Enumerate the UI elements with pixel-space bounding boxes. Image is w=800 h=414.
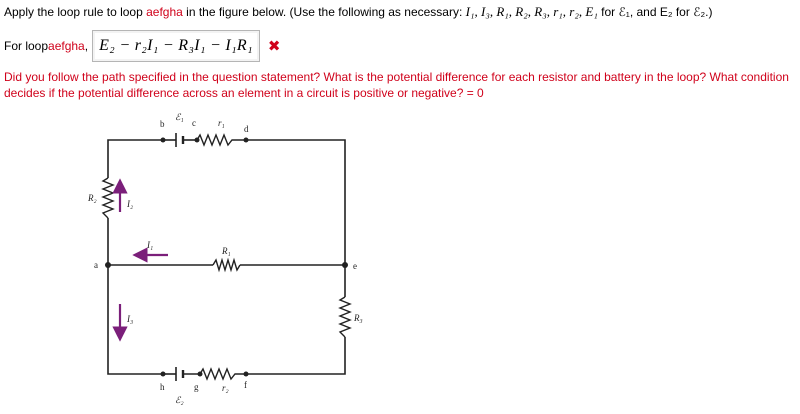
resistor-R3: [338, 296, 352, 338]
answer-loop-name: aefgha: [48, 39, 85, 53]
resistor-r1: [196, 133, 246, 147]
label-R3: R₃: [353, 313, 363, 323]
node-label-d: d: [244, 124, 249, 134]
node-label-f: f: [244, 380, 247, 390]
label-r1: r₁: [218, 118, 225, 128]
resistor-r2: [199, 367, 246, 381]
question-middle: in the figure below. (Use the following …: [182, 5, 466, 19]
label-R1: R₁: [221, 246, 231, 256]
feedback-text: Did you follow the path specified in the…: [4, 70, 789, 100]
junction-dots: [105, 137, 348, 377]
node-label-g: g: [194, 382, 199, 392]
label-r2: r₂: [222, 383, 229, 393]
question-loop-name: aefgha: [146, 5, 183, 19]
label-emf-1: ℰ₁: [175, 112, 184, 122]
node-label-h: h: [160, 382, 165, 392]
node-label-e: e: [353, 261, 357, 271]
label-I3: I₃: [126, 314, 133, 324]
node-label-c: c: [192, 118, 196, 128]
question-text: Apply the loop rule to loop aefgha in th…: [4, 4, 712, 20]
question-prefix: Apply the loop rule to loop: [4, 5, 147, 19]
answer-row: For loop aefgha, E₂ − r₂I₁ − R₃I₁ − I₁R₁…: [4, 30, 280, 62]
answer-input[interactable]: E₂ − r₂I₁ − R₃I₁ − I₁R₁: [92, 30, 260, 62]
answer-label-suffix: ,: [84, 39, 89, 53]
battery-e2: [163, 367, 200, 381]
resistor-R2: [101, 177, 115, 219]
question-variables: I₁, I₃, R₁, R₂, R₃, r₁, r₂, E₁: [465, 4, 598, 19]
label-I1: I₁: [146, 240, 153, 250]
label-R2: R₂: [87, 193, 97, 203]
node-label-b: b: [160, 119, 165, 129]
resistor-R1: [212, 257, 241, 273]
question-for-text: for ℰ₁, and E₂ for ℰ₂.): [597, 5, 713, 19]
node-label-a: a: [94, 260, 98, 270]
label-emf-2: ℰ₂: [175, 395, 184, 405]
cross-icon: ✖: [267, 37, 281, 55]
battery-e1: [163, 133, 197, 147]
answer-expression: E₂ − r₂I₁ − R₃I₁ − I₁R₁: [99, 37, 253, 54]
circuit-wires: [107, 139, 346, 375]
label-I2: I₂: [126, 199, 133, 209]
answer-label-prefix: For loop: [4, 39, 49, 53]
